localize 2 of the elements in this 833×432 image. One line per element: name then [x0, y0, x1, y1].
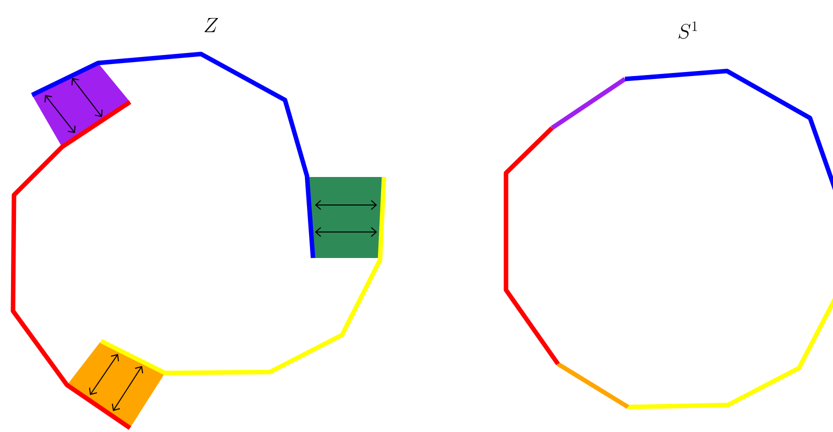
math-label: $Z$ [204, 18, 218, 32]
math-label: $S^1$ [678, 21, 697, 39]
